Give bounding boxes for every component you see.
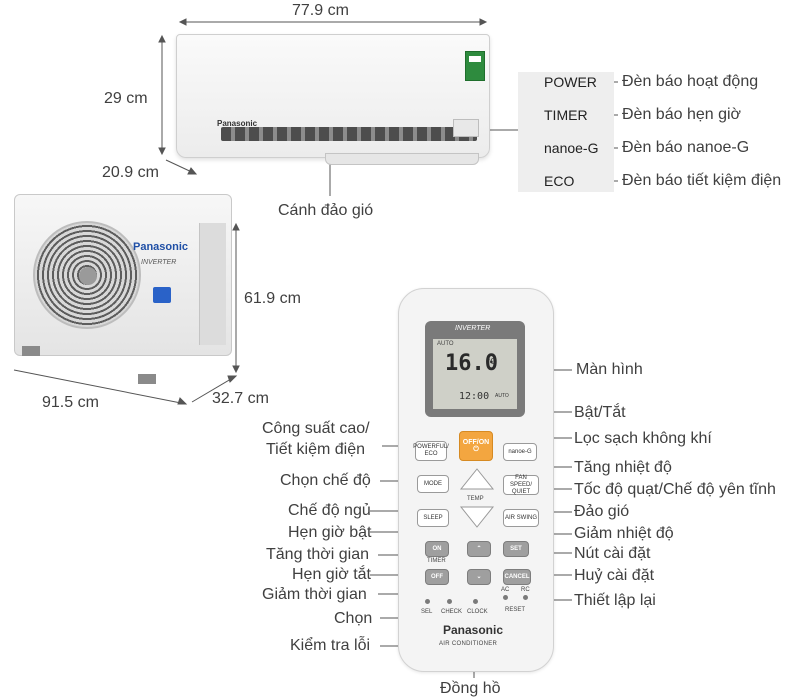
indicator-eco: ECO xyxy=(544,173,575,189)
outdoor-foot xyxy=(22,346,40,356)
remote-control: INVERTER AUTO 16.0 °C 12:00 AUTO OFF/ON … xyxy=(398,288,554,672)
label-cancel: Huỷ cài đặt xyxy=(574,567,655,584)
cancel-button[interactable]: CANCEL xyxy=(503,569,531,585)
indicator-power: POWER xyxy=(544,74,597,90)
ac-reset-button[interactable] xyxy=(503,595,508,600)
clock-label: CLOCK xyxy=(467,609,488,615)
label-clock: Đồng hồ xyxy=(440,680,501,697)
label-select: Chọn xyxy=(334,610,373,627)
label-check: Kiểm tra lỗi xyxy=(290,637,371,654)
temp-label: TEMP xyxy=(467,496,484,502)
ac-label: AC xyxy=(501,587,510,593)
lcd-auto: AUTO xyxy=(495,393,509,399)
outdoor-height-label: 61.9 cm xyxy=(244,290,301,307)
offon-label: OFF/ON xyxy=(462,439,490,446)
remote-subtitle: AIR CONDITIONER xyxy=(439,641,498,647)
chevron-up-icon: ⌃ xyxy=(476,545,482,552)
indicator-panel xyxy=(453,119,479,137)
indicator-nanoe-desc: Đèn báo nanoe-G xyxy=(622,139,750,156)
lcd-mode: AUTO xyxy=(437,341,454,347)
nanoe-button[interactable]: nanoe-G xyxy=(503,443,537,461)
temp-down-button[interactable] xyxy=(459,506,495,528)
side-panel xyxy=(199,223,226,345)
check-label: CHECK xyxy=(441,609,463,615)
label-mode: Chọn chế độ xyxy=(280,472,371,489)
outdoor-unit: Panasonic INVERTER xyxy=(14,194,232,356)
lcd-unit: °C xyxy=(487,357,496,366)
label-fan: Tốc độ quạt/Chế độ yên tĩnh xyxy=(574,481,776,498)
outdoor-brand: Panasonic xyxy=(133,241,189,253)
label-set: Nút cài đặt xyxy=(574,545,651,562)
lcd-brand: INVERTER xyxy=(455,325,491,332)
sel-button[interactable] xyxy=(425,599,430,604)
indicator-timer: TIMER xyxy=(544,107,588,123)
clock-button[interactable] xyxy=(473,599,478,604)
label-swing: Đảo gió xyxy=(574,503,630,520)
nanoe-badge-icon xyxy=(153,287,171,303)
powerful-eco-button[interactable]: POWERFUL/ ECO xyxy=(413,441,449,461)
label-temp-up: Tăng nhiệt độ xyxy=(574,459,672,476)
label-reset: Thiết lập lại xyxy=(574,592,656,609)
mode-button[interactable]: MODE xyxy=(417,475,449,493)
indoor-height-label: 29 cm xyxy=(104,90,148,107)
remote-screen: INVERTER AUTO 16.0 °C 12:00 AUTO xyxy=(425,321,525,417)
label-sleep: Chế độ ngủ xyxy=(288,502,371,519)
label-temp-down: Giảm nhiệt độ xyxy=(574,525,674,542)
label-powerful-1: Công suất cao/ xyxy=(262,420,370,437)
indicator-eco-desc: Đèn báo tiết kiệm điện xyxy=(622,172,782,189)
label-powerful-2: Tiết kiệm điện xyxy=(266,441,365,458)
label-nanoe: Lọc sạch không khí xyxy=(574,430,712,447)
fan-hub xyxy=(79,267,97,285)
lcd-display: AUTO 16.0 °C 12:00 AUTO xyxy=(433,339,517,409)
indicator-power-desc: Đèn báo hoạt động xyxy=(622,73,759,90)
chevron-down-icon: ⌄ xyxy=(476,573,482,580)
temp-up-button[interactable] xyxy=(459,468,495,490)
indoor-width-label: 77.9 cm xyxy=(292,2,349,19)
outdoor-width-label: 91.5 cm xyxy=(42,394,99,411)
flap-label: Cánh đảo gió xyxy=(278,202,374,219)
fan-grille xyxy=(33,221,141,329)
label-screen: Màn hình xyxy=(576,361,643,378)
sel-label: SEL xyxy=(421,609,433,615)
lcd-temp: 16.0 xyxy=(445,351,498,376)
power-icon: ⏻ xyxy=(473,446,479,453)
outdoor-depth-label: 32.7 cm xyxy=(212,390,269,407)
outdoor-foot xyxy=(138,374,156,384)
remote-brand: Panasonic xyxy=(443,623,504,637)
energy-label-icon xyxy=(465,51,485,81)
offon-button[interactable]: OFF/ON ⏻ xyxy=(459,431,493,461)
timer-on-button[interactable]: ON xyxy=(425,541,449,557)
time-up-button[interactable]: ⌃ xyxy=(467,541,491,557)
label-timer-on: Hẹn giờ bật xyxy=(288,524,372,541)
reset-label: RESET xyxy=(505,607,526,613)
label-time-up: Tăng thời gian xyxy=(266,546,369,563)
indoor-brand: Panasonic xyxy=(217,119,258,128)
label-timer-off: Hẹn giờ tắt xyxy=(292,566,371,583)
time-down-button[interactable]: ⌄ xyxy=(467,569,491,585)
set-button[interactable]: SET xyxy=(503,541,529,557)
rc-reset-button[interactable] xyxy=(523,595,528,600)
outdoor-inverter-label: INVERTER xyxy=(141,259,177,266)
lcd-time: 12:00 xyxy=(459,391,490,402)
label-time-down: Giảm thời gian xyxy=(262,586,367,603)
indoor-depth-label: 20.9 cm xyxy=(102,164,159,181)
indicator-nanoe: nanoe-G xyxy=(544,140,599,156)
timer-off-button[interactable]: OFF xyxy=(425,569,449,585)
indicator-legend-panel: POWER TIMER nanoe-G ECO xyxy=(518,72,614,192)
air-vent xyxy=(221,127,477,141)
sleep-button[interactable]: SLEEP xyxy=(417,509,449,527)
rc-label: RC xyxy=(521,587,530,593)
check-button[interactable] xyxy=(447,599,452,604)
fan-speed-button[interactable]: FAN SPEED/ QUIET xyxy=(503,475,539,495)
temp-arrows xyxy=(459,468,495,528)
indicator-timer-desc: Đèn báo hẹn giờ xyxy=(622,106,742,123)
label-onoff: Bật/Tắt xyxy=(574,404,626,421)
indoor-unit: Panasonic xyxy=(176,34,490,165)
timer-label: TIMER xyxy=(427,558,446,564)
air-swing-button[interactable]: AIR SWING xyxy=(503,509,539,527)
air-flap xyxy=(325,153,479,165)
